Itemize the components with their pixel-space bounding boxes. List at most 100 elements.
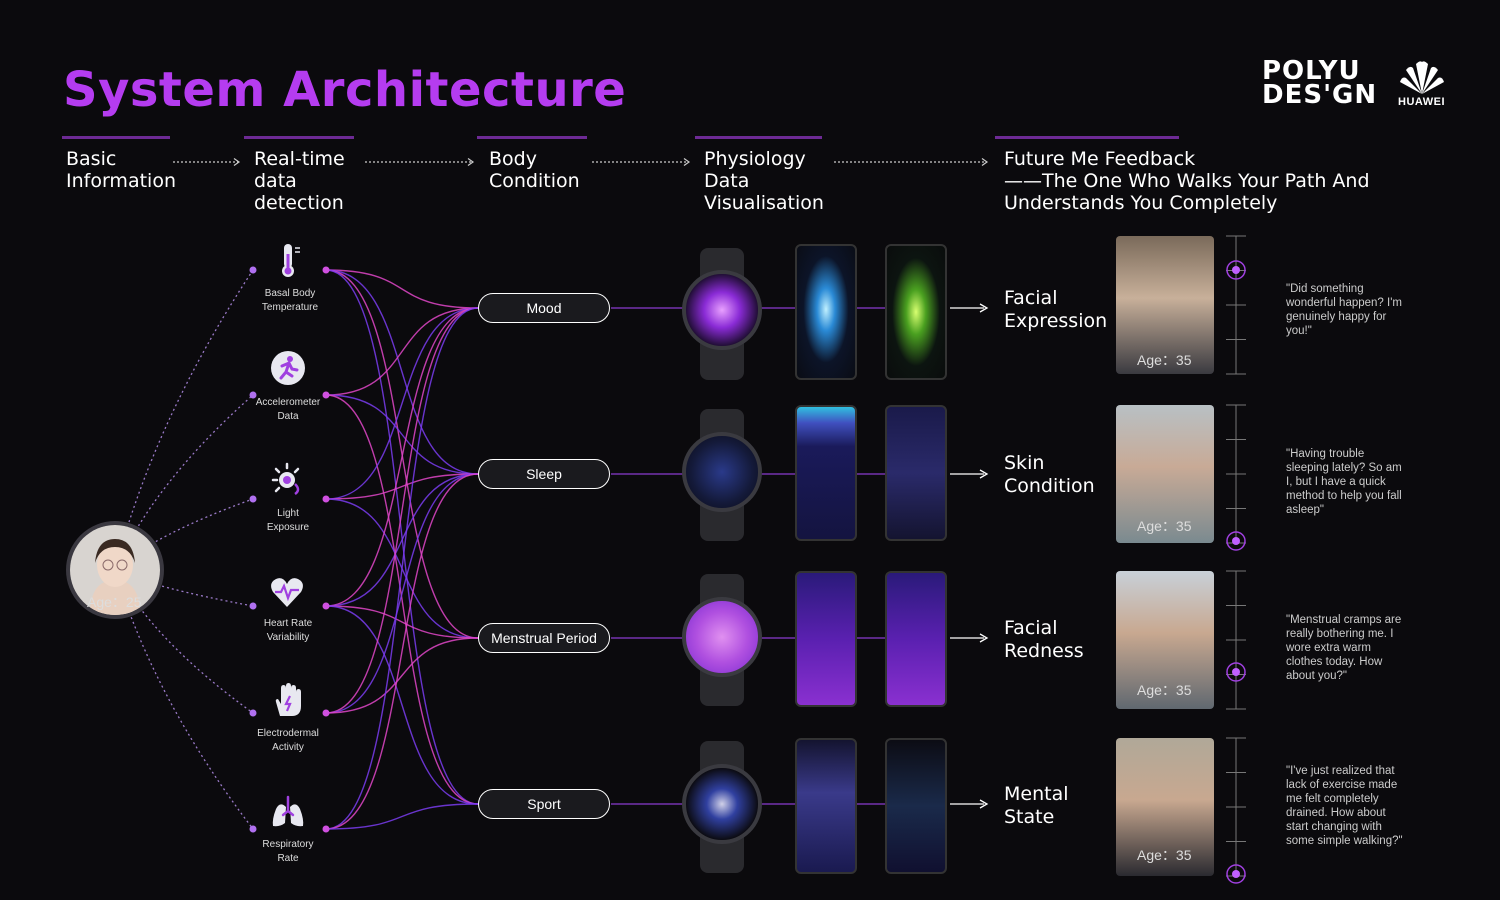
stage-line: Information <box>66 170 176 192</box>
phone-sport-screen-1 <box>795 738 857 874</box>
timeline-marker-dot <box>1232 870 1240 878</box>
heart-pulse-icon <box>269 574 305 610</box>
stage-physiology-visualisation: Physiology Data Visualisation <box>704 148 824 214</box>
stage-basic-information: Basic Information <box>66 148 176 192</box>
phone-menstrual-screen-2 <box>885 571 947 707</box>
sensor-input-dot <box>250 267 257 274</box>
portrait-age-label: Age：35 <box>1137 680 1191 700</box>
sensor-light-exposure <box>269 462 305 503</box>
stage-line: Future Me Feedback <box>1004 148 1370 170</box>
sensor-line: Temperature <box>240 301 340 315</box>
stage-line: Condition <box>489 170 580 192</box>
sensor-output-dot <box>323 496 330 503</box>
sensor-label: Accelerometer Data <box>238 396 338 424</box>
portrait-age-label: Age：35 <box>1137 350 1191 370</box>
sensor-label: Electrodermal Activity <box>238 727 338 755</box>
feedback-mental-state: Mental State <box>1004 783 1069 829</box>
timeline-marker-dot <box>1232 266 1240 274</box>
sensor-input-dot <box>250 496 257 503</box>
sun-icon <box>269 462 305 498</box>
phone-menstrual-screen-1 <box>795 571 857 707</box>
polyu-design-logo: POLYU DES'GN <box>1262 59 1377 107</box>
sensor-line: Variability <box>238 631 338 645</box>
sensor-condition-link <box>326 474 478 829</box>
stage-realtime-detection: Real-time data detection <box>254 148 345 214</box>
lungs-icon <box>270 795 306 831</box>
stage-bar <box>695 136 822 139</box>
sensor-line: Accelerometer <box>238 396 338 410</box>
avatar-age-label: Age：25 <box>87 592 141 612</box>
sensor-condition-link <box>326 270 478 804</box>
sensor-output-dot <box>323 710 330 717</box>
sensor-line: Activity <box>238 741 338 755</box>
feedback-line: Expression <box>1004 310 1107 333</box>
sensor-heart-rate-variability <box>269 574 305 615</box>
portrait-age-label: Age：35 <box>1137 516 1191 536</box>
sensor-input-dot <box>250 603 257 610</box>
stage-line: Visualisation <box>704 192 824 214</box>
phone-mood-screen-green <box>885 244 947 380</box>
sensor-line: Electrodermal <box>238 727 338 741</box>
timeline-marker-dot <box>1232 537 1240 545</box>
sensor-output-dot <box>323 603 330 610</box>
sensor-line: Light <box>238 507 338 521</box>
sensor-condition-link <box>326 270 478 474</box>
portrait-age-label: Age：35 <box>1137 845 1191 865</box>
sensor-line: Respiratory <box>238 838 338 852</box>
hand-icon <box>270 682 306 718</box>
phone-mood-screen-blue <box>795 244 857 380</box>
stage-future-me-feedback: Future Me Feedback ——The One Who Walks Y… <box>1004 148 1370 214</box>
feedback-line: Facial <box>1004 287 1107 310</box>
thermometer-icon <box>270 242 306 278</box>
feedback-quote: "I've just realized that lack of exercis… <box>1286 764 1404 848</box>
page-title: System Architecture <box>63 62 626 118</box>
sensor-line: Heart Rate <box>238 617 338 631</box>
stage-line: Basic <box>66 148 176 170</box>
watch-mood-visual <box>682 270 762 350</box>
sensor-accelerometer <box>270 350 306 391</box>
condition-sport: Sport <box>478 789 610 819</box>
sensor-respiratory-rate <box>270 795 306 836</box>
stage-line: Data <box>704 170 824 192</box>
stage-line: Body <box>489 148 580 170</box>
sensor-input-dot <box>250 826 257 833</box>
stage-bar <box>477 136 587 139</box>
stage-line: ——The One Who Walks Your Path And <box>1004 170 1370 192</box>
timeline-marker-dot <box>1232 668 1240 676</box>
watch-sport-visual <box>682 764 762 844</box>
watch-sleep-visual <box>682 432 762 512</box>
sensor-line: Exposure <box>238 521 338 535</box>
feedback-skin-condition: Skin Condition <box>1004 452 1095 498</box>
feedback-line: Facial <box>1004 617 1084 640</box>
feedback-line: Condition <box>1004 475 1095 498</box>
sensor-label: Light Exposure <box>238 507 338 535</box>
sensor-label: Heart Rate Variability <box>238 617 338 645</box>
feedback-quote: "Did something wonderful happen? I'm gen… <box>1286 282 1404 338</box>
stage-line: Physiology <box>704 148 824 170</box>
phone-sport-screen-2 <box>885 738 947 874</box>
huawei-wordmark: HUAWEI <box>1398 96 1445 108</box>
sensor-output-dot <box>323 826 330 833</box>
sensor-condition-link <box>326 308 478 499</box>
sensor-condition-link <box>326 308 478 829</box>
sensor-electrodermal-activity <box>270 682 306 723</box>
sensor-input-dot <box>250 710 257 717</box>
huawei-petal-icon <box>1398 58 1446 96</box>
sensor-label: Respiratory Rate <box>238 838 338 866</box>
logo-line-2: DES'GN <box>1262 83 1377 107</box>
stage-bar <box>62 136 170 139</box>
phone-sleep-screen-1 <box>795 405 857 541</box>
sensor-output-dot <box>323 267 330 274</box>
sensor-condition-link <box>326 804 478 829</box>
condition-mood: Mood <box>478 293 610 323</box>
stage-body-condition: Body Condition <box>489 148 580 192</box>
feedback-facial-redness: Facial Redness <box>1004 617 1084 663</box>
sensor-line: Rate <box>238 852 338 866</box>
sensor-condition-link <box>326 606 478 804</box>
stage-bar <box>995 136 1179 139</box>
sensor-condition-link <box>326 395 478 474</box>
stage-bar <box>244 136 354 139</box>
sensor-line: Data <box>238 410 338 424</box>
stage-line: Understands You Completely <box>1004 192 1370 214</box>
phone-sleep-screen-2 <box>885 405 947 541</box>
